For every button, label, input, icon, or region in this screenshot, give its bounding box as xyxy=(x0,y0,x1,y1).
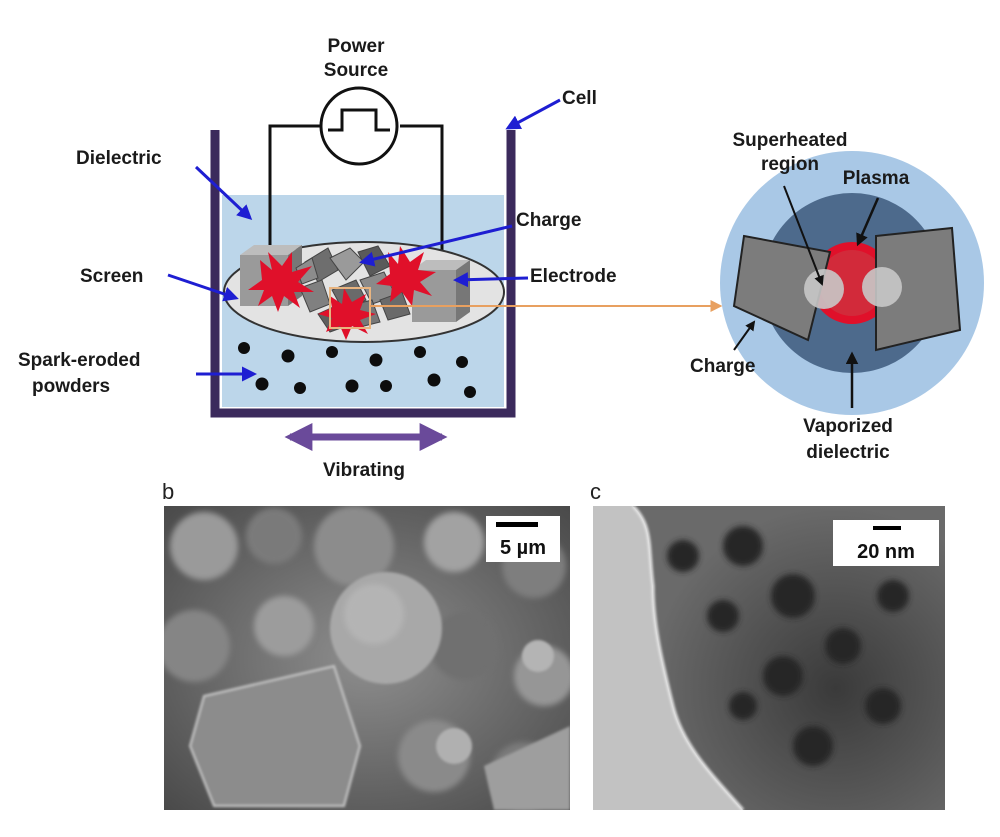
screen-label: Screen xyxy=(80,266,143,287)
square-wave-icon xyxy=(328,108,390,132)
plasma-pointer xyxy=(856,197,880,247)
vibrating-label: Vibrating xyxy=(323,460,405,481)
powders-label-line1: Spark-eroded xyxy=(18,350,140,371)
power-wire-left xyxy=(268,124,320,248)
vaporized-label-line1: Vaporized xyxy=(803,416,893,437)
tem-scale-label: 20 nm xyxy=(857,541,915,563)
spark-eroded-powder-particles xyxy=(238,342,476,398)
panel-b-letter: b xyxy=(162,479,174,504)
tem-scale-bar xyxy=(873,526,901,530)
charge-plate-left xyxy=(732,234,832,342)
power-source-label-line2: Source xyxy=(324,60,388,81)
charge-pointer-arrow xyxy=(359,224,513,267)
spark-left xyxy=(248,252,314,312)
superheated-label-line2: region xyxy=(761,154,819,175)
powders-label-line2: powders xyxy=(32,376,110,397)
apparatus-diagram: Power Source Cell Dielectric Charge Scre… xyxy=(18,36,723,481)
cell-pointer-arrow xyxy=(505,98,561,130)
charge-inset-pointer xyxy=(733,320,756,351)
dielectric-pointer-arrow xyxy=(194,165,253,221)
spark-right xyxy=(376,246,436,306)
screen-pointer-arrow xyxy=(167,273,239,302)
power-wire-right xyxy=(400,124,444,262)
electrode-label: Electrode xyxy=(530,266,617,287)
vaporized-label-line2: dielectric xyxy=(806,442,890,463)
cell-container xyxy=(210,130,516,418)
plasma-label: Plasma xyxy=(843,168,910,189)
charge-inset-label: Charge xyxy=(690,356,755,377)
superheated-pointer xyxy=(783,185,824,286)
sem-image: 5 µm xyxy=(164,506,570,810)
superheated-label-line1: Superheated xyxy=(732,130,847,151)
tem-micrograph-panel: c 20 nm xyxy=(590,479,945,810)
sem-scale-label: 5 µm xyxy=(500,537,546,559)
charge-label: Charge xyxy=(516,210,581,231)
cell-label: Cell xyxy=(562,88,597,109)
sem-micrograph-panel: b xyxy=(162,479,570,810)
superheated-spot-right xyxy=(862,267,902,307)
dielectric-label: Dielectric xyxy=(76,148,162,169)
power-source-label-line1: Power xyxy=(327,36,385,57)
sem-scale-bar xyxy=(496,522,538,527)
superheated-spot-left xyxy=(804,269,844,309)
electrode-pointer-arrow xyxy=(453,272,529,288)
charge-plate-right xyxy=(875,226,962,352)
spark-detail-inset: Superheated region Plasma Charge Vaporiz… xyxy=(690,130,984,463)
zoom-region-box xyxy=(329,287,371,329)
panel-c-letter: c xyxy=(590,479,601,504)
power-source-symbol xyxy=(319,86,399,166)
tem-image: 20 nm xyxy=(593,506,945,810)
